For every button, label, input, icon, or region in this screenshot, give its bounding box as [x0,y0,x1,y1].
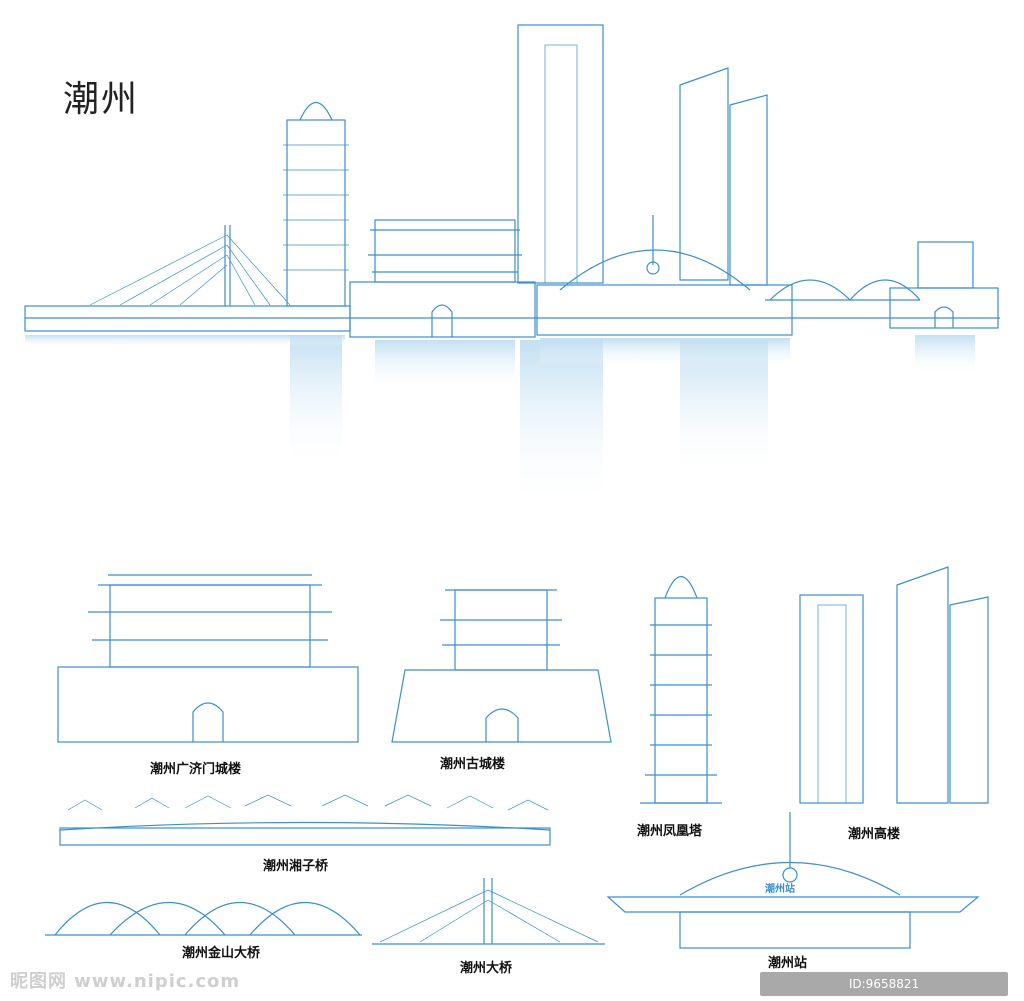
phoenix-pagoda-drawing [640,576,722,804]
xiangzi-bridge-drawing [59,794,551,846]
label-phoenix-pagoda: 潮州凤凰塔 [637,824,703,839]
watermark-site: 昵图网 www.nipic.com [10,971,241,992]
jinshan-bridge-drawing [45,902,362,936]
label-jinshan-bridge: 潮州金山大桥 [182,946,261,961]
chaozhou-bridge-drawing [372,878,605,945]
skyline-top [24,24,1000,510]
label-ancient-gate: 潮州古城楼 [440,757,506,772]
guangji-gate-drawing [57,574,359,743]
ancient-gate-drawing [391,589,612,743]
page-title: 潮州 [63,79,140,120]
station-sign: 潮州站 [765,884,795,895]
label-guangji-gate: 潮州广济门城楼 [150,762,242,777]
label-high-rise: 潮州高楼 [848,827,901,842]
label-xiangzi-bridge: 潮州湘子桥 [263,859,329,874]
station-drawing [606,812,980,949]
label-chaozhou-bridge: 潮州大桥 [460,961,513,976]
watermark-id: ID:9658821 NO:20250424101257553106 [760,972,1008,996]
label-station: 潮州站 [768,956,808,971]
high-rise-drawing [799,566,989,804]
